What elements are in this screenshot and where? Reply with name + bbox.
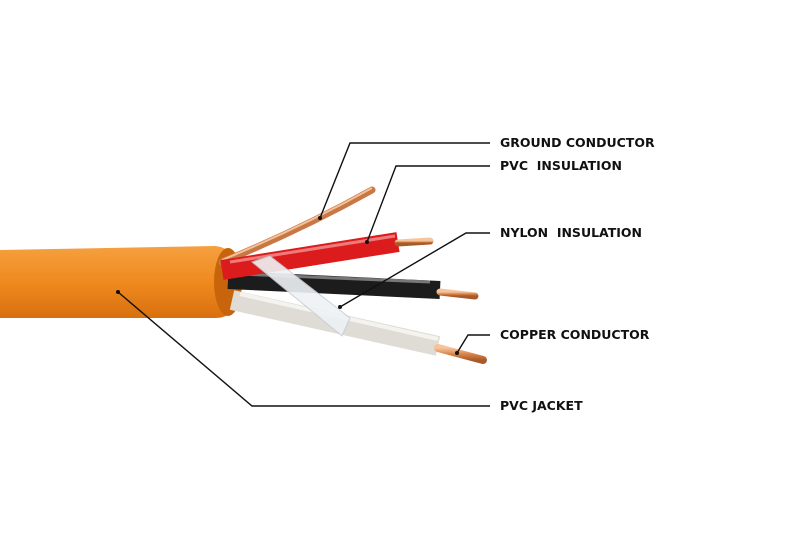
label-copper-conductor: COPPER CONDUCTOR [500,327,650,342]
label-pvc-insulation: PVC INSULATION [500,158,622,173]
pvc-jacket [0,246,239,318]
leader-ground [319,142,490,219]
label-nylon-insulation: NYLON INSULATION [500,225,643,240]
leader-pvc-insulation [366,165,490,243]
label-pvc-jacket: PVC JACKET [500,398,583,413]
black-wire [227,271,441,299]
leader-nylon [339,232,490,308]
nylon-strip [250,255,351,337]
label-ground-conductor: GROUND CONDUCTOR [500,135,655,150]
ground-conductor [218,186,376,266]
leader-jacket [117,291,490,407]
red-wire [220,232,400,280]
leader-lines [117,142,490,407]
leader-copper [456,334,490,354]
